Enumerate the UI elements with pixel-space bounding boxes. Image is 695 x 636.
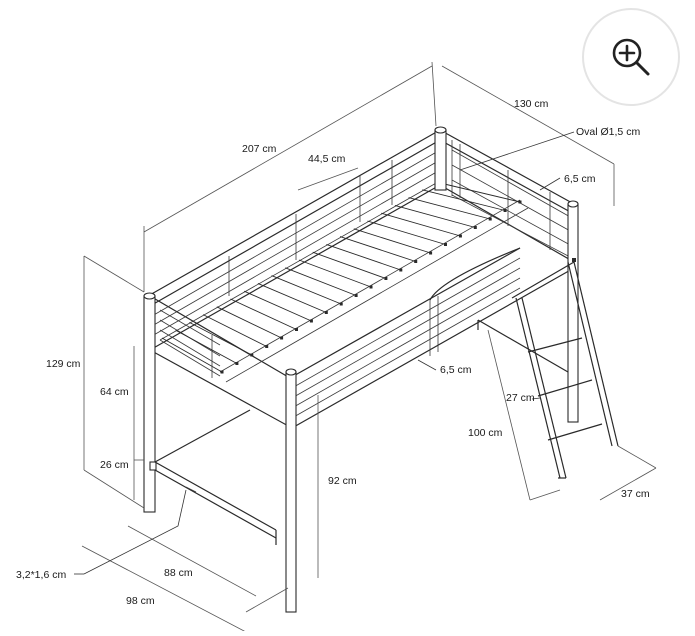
slat-clip [429,251,433,255]
slat-clip [488,217,492,221]
slat [202,314,267,347]
slat-clip [503,209,507,212]
bed-posts [143,126,579,613]
zoom-in-button[interactable] [584,10,678,104]
slat-clip [369,285,373,289]
slat [285,267,357,296]
label-outer-width: 98 cm [126,595,155,607]
slat [257,282,327,313]
slat [394,204,476,228]
dimension-labels: 207 cm 130 cm Oval Ø1,5 cm 44,5 cm 6,5 c… [16,98,650,607]
slat-clip [265,345,269,348]
slat [422,189,506,211]
slat-clip [458,234,462,238]
slat-clip [414,260,418,263]
slat [244,290,312,322]
slat-clip [354,294,358,297]
zoom-in-icon [612,38,650,76]
slat-clip [444,243,447,246]
right-guard-rails [451,140,573,259]
bed-frame [147,129,575,429]
label-slat-spacing: 44,5 cm [308,153,346,165]
slat [353,228,431,254]
lower-frame [154,319,569,545]
label-low-bar: 26 cm [100,459,129,471]
left-guard-rails [159,309,221,378]
ladder [511,258,619,479]
slat [298,259,372,288]
mattress-slats [161,181,522,374]
label-tube: 3,2*1,6 cm [16,569,66,581]
label-total-height: 129 cm [46,358,81,370]
label-depth: 130 cm [514,98,549,110]
slat [408,197,491,220]
slat [216,306,282,339]
slat-clip [250,353,254,357]
slat [230,298,297,330]
back-guard-rails [151,149,441,337]
slat [189,322,253,356]
slat-clip [399,268,403,272]
slat-clip [384,277,388,280]
slat [367,220,446,245]
slat-clip [473,226,477,229]
slat-clip [280,336,284,340]
slat-clip [324,311,328,314]
slat-clip [518,200,522,204]
slat-clip [309,319,313,323]
slat-clip [339,302,343,306]
front-guard-rails [291,247,521,419]
slat-clip [220,370,224,374]
slat [326,243,401,271]
leader-lines [74,131,575,575]
label-inner-width: 88 cm [164,567,193,579]
label-post-back: 6,5 cm [564,173,596,185]
label-ladder-step: 27 cm [506,392,535,404]
slat [312,251,387,279]
label-ladder-width: 37 cm [621,488,650,500]
label-length: 207 cm [242,143,277,155]
label-post-front: 6,5 cm [440,364,472,376]
label-oval-tube: Oval Ø1,5 cm [576,126,640,138]
label-rail-height: 64 cm [100,386,129,398]
slat [435,181,521,203]
slat [339,236,416,262]
slat-clip [295,328,298,331]
slat-clip [235,362,239,365]
slat [161,337,223,373]
slat [381,212,461,237]
label-ladder-length: 100 cm [468,427,503,439]
slat [175,329,238,364]
slat [271,275,342,305]
dimension-lines [81,61,657,633]
label-clearance: 92 cm [328,475,357,487]
